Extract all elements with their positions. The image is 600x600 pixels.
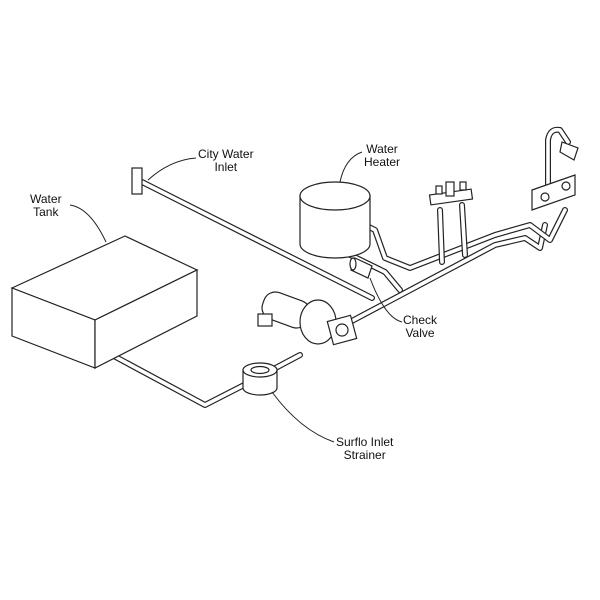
- leader-city-inlet: [147, 157, 197, 181]
- water-tank: [10, 235, 199, 369]
- label-line: Valve: [405, 326, 435, 340]
- water-heater: [299, 181, 371, 259]
- label-water-tank: Water Tank: [30, 193, 62, 219]
- shower: [531, 141, 579, 211]
- leader-strainer: [271, 391, 335, 443]
- label-line: Heater: [364, 155, 401, 169]
- tank-outlet-pipe: [109, 352, 253, 408]
- leader-water-tank: [69, 204, 107, 243]
- label-line: Inlet: [214, 160, 238, 174]
- check-valve: [349, 257, 373, 279]
- label-inlet-strainer: Surflo Inlet Strainer: [336, 436, 393, 462]
- label-check-valve: Check Valve: [403, 314, 437, 340]
- label-line: Surflo Inlet: [336, 435, 394, 449]
- label-water-heater: Water Heater: [364, 143, 400, 169]
- label-line: Check: [403, 313, 438, 327]
- label-line: Water: [30, 192, 62, 206]
- inlet-strainer: [242, 362, 278, 396]
- sink-faucet: [428, 181, 474, 206]
- label-line: Tank: [33, 205, 59, 219]
- pump: [257, 291, 358, 346]
- leader-check-valve: [369, 277, 403, 323]
- label-line: Water: [366, 142, 398, 156]
- label-line: Strainer: [343, 448, 386, 462]
- city-inlet-plate: [131, 167, 143, 195]
- label-line: City Water: [198, 147, 254, 161]
- label-city-water-inlet: City Water Inlet: [198, 148, 254, 174]
- leader-water-heater: [339, 151, 363, 183]
